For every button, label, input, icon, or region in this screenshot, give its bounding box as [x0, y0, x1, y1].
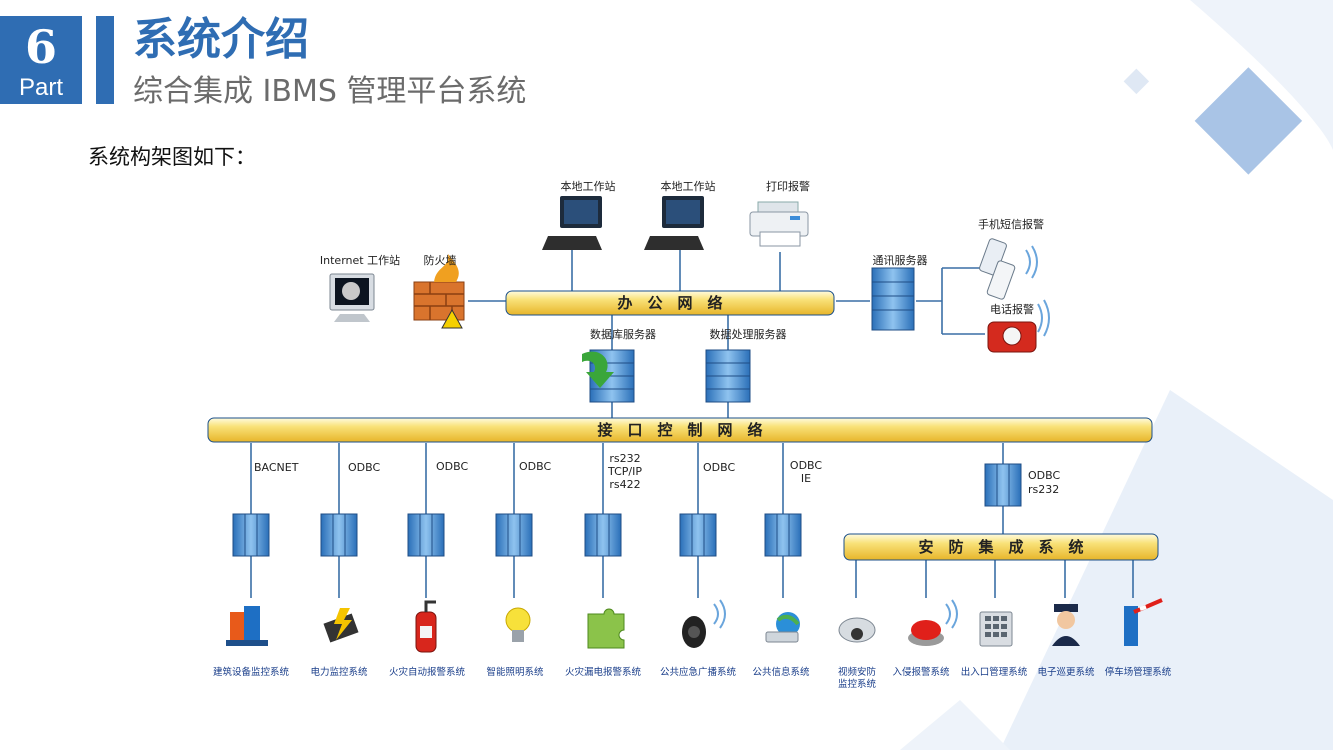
database-server-icon — [582, 349, 635, 403]
protocol-label: IE — [800, 472, 812, 485]
part-label: Part — [18, 74, 63, 101]
office-network-label: 办 公 网 络 — [617, 294, 723, 312]
security-camera-icon — [838, 617, 876, 643]
protocol-label: TCP/IP — [608, 465, 642, 478]
subsystem-label-intrusion: 入侵报警系统 — [892, 667, 950, 678]
fire-extinguisher-icon — [415, 600, 437, 653]
subsystem-label-info: 公共信息系统 — [752, 667, 810, 678]
subsystem-label-patrol: 电子巡更系统 — [1037, 667, 1095, 678]
power-chip-icon — [323, 608, 359, 643]
page-subtitle: 综合集成 IBMS 管理平台系统 — [133, 74, 527, 109]
data-server-icon — [705, 349, 751, 403]
puzzle-icon — [587, 608, 625, 649]
protocol-label: ODBC — [519, 460, 552, 473]
protocol-label: rs232 — [1028, 483, 1060, 496]
label-firewall: 防火墙 — [423, 254, 457, 267]
protocol-label: ODBC — [789, 459, 823, 472]
label-internet-workstation: Internet 工作站 — [319, 254, 401, 267]
label-comm-server: 通讯服务器 — [872, 254, 928, 267]
protocol-label: ODBC — [703, 461, 736, 474]
subsystem-label-access: 出入口管理系统 — [960, 667, 1028, 678]
interface-network-label: 接 口 控 制 网 络 — [597, 421, 763, 439]
protocol-label: ODBC — [1028, 469, 1061, 482]
light-bulb-icon — [505, 607, 531, 642]
interface-network-band — [207, 417, 1153, 443]
subsystem-label-building: 建筑设备监控系统 — [212, 667, 289, 678]
office-network-band — [505, 290, 835, 316]
label-local-workstation-2: 本地工作站 — [660, 180, 716, 193]
bg-shape-lower-right — [1000, 390, 1333, 750]
subsystem-label-power: 电力监控系统 — [310, 667, 368, 678]
subsystem-label-leakage: 火灾漏电报警系统 — [564, 667, 641, 678]
comm-server-icon — [871, 267, 915, 331]
label-db-server: 数据库服务器 — [590, 328, 656, 341]
title-accent-bar — [96, 16, 114, 104]
protocol-label: ODBC — [348, 461, 381, 474]
security-band — [843, 533, 1159, 561]
subsystem-label-broadcast: 公共应急广播系统 — [659, 667, 736, 678]
server-dividers — [244, 464, 1010, 556]
part-badge: 6 Part — [0, 16, 82, 104]
subsystem-label-fire: 火灾自动报警系统 — [388, 667, 465, 678]
label-data-server: 数据处理服务器 — [709, 328, 787, 341]
label-sms-alarm: 手机短信报警 — [978, 218, 1044, 231]
subsystem-label-lighting: 智能照明系统 — [486, 667, 544, 678]
deco-diamond-small — [1123, 68, 1150, 95]
alarm-button-icon — [908, 599, 958, 646]
label-phone-alarm: 电话报警 — [990, 303, 1034, 316]
part-number: 6 — [24, 20, 57, 74]
subsystem-label-video-2: 监控系统 — [837, 679, 876, 690]
internet-workstation-icon — [329, 273, 375, 322]
keypad-icon — [979, 611, 1013, 647]
protocol-label: ODBC — [436, 460, 469, 473]
mobile-phone-icon — [979, 238, 1038, 300]
monitor-icon — [542, 196, 602, 250]
security-band-label: 安 防 集 成 系 统 — [918, 538, 1084, 556]
label-local-workstation-1: 本地工作站 — [560, 180, 616, 193]
monitor-icon — [644, 196, 704, 250]
subsystem-label-video-1: 视频安防 — [837, 667, 876, 678]
telephone-icon — [987, 299, 1050, 353]
parking-barrier-icon — [1124, 598, 1163, 646]
interface-server-icons — [232, 463, 1022, 557]
protocol-label: rs232 — [609, 452, 641, 465]
label-print-alarm: 打印报警 — [766, 180, 810, 193]
intro-text: 系统构架图如下： — [88, 145, 256, 169]
protocol-label: BACNET — [254, 461, 299, 474]
page-title: 系统介绍 — [133, 14, 309, 65]
printer-icon — [749, 201, 809, 247]
network-globe-icon — [765, 612, 800, 643]
firewall-icon — [413, 254, 465, 329]
speaker-icon — [682, 599, 726, 648]
subsystem-label-parking: 停车场管理系统 — [1104, 667, 1172, 678]
security-guard-icon — [1052, 604, 1080, 646]
building-icon — [226, 606, 268, 646]
protocol-label: rs422 — [609, 478, 641, 491]
